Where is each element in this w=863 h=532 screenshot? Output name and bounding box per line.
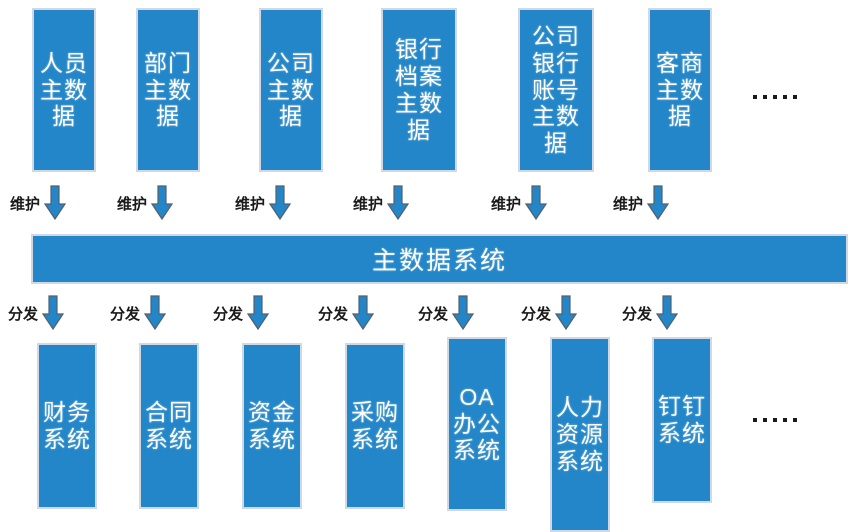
consumer-system-box[interactable]: 钉钉系统 <box>652 337 712 503</box>
distribute-arrow-group: 分发 <box>213 295 270 331</box>
down-arrow-icon <box>151 185 174 221</box>
down-arrow-icon <box>42 295 65 331</box>
maintain-arrow-group: 维护 <box>117 185 174 221</box>
maintain-arrow-label: 维护 <box>491 195 522 213</box>
maintain-arrow-label: 维护 <box>10 195 41 213</box>
distribute-arrow-label: 分发 <box>8 305 39 323</box>
distribute-arrow-label: 分发 <box>418 305 449 323</box>
consumer-system-box[interactable]: 资金系统 <box>242 343 302 509</box>
distribute-arrow-group: 分发 <box>8 295 65 331</box>
consumer-system-label: 财务系统 <box>43 399 91 452</box>
ellipsis-dot <box>773 95 777 99</box>
down-arrow-icon <box>525 185 548 221</box>
ellipsis-dot <box>793 418 797 422</box>
down-arrow-icon <box>144 295 167 331</box>
ellipsis-dot <box>783 418 787 422</box>
master-data-source-label: 银行档案主数据 <box>395 36 443 143</box>
maintain-arrow-group: 维护 <box>353 185 410 221</box>
maintain-arrow-group: 维护 <box>10 185 67 221</box>
ellipsis-dot <box>773 418 777 422</box>
consumer-system-box[interactable]: 采购系统 <box>345 343 405 509</box>
down-arrow-icon <box>387 185 410 221</box>
distribute-arrow-label: 分发 <box>318 305 349 323</box>
maintain-arrow-group: 维护 <box>235 185 292 221</box>
distribute-arrow-group: 分发 <box>521 295 578 331</box>
down-arrow-icon <box>269 185 292 221</box>
source-ellipsis <box>753 95 797 99</box>
distribute-arrow-label: 分发 <box>622 305 653 323</box>
master-data-system-bar[interactable]: 主数据系统 <box>31 234 848 284</box>
master-data-source-label: 公司银行账号主数据 <box>532 22 580 157</box>
down-arrow-icon <box>44 185 67 221</box>
maintain-arrow-label: 维护 <box>235 195 266 213</box>
maintain-arrow-label: 维护 <box>353 195 384 213</box>
distribute-arrow-label: 分发 <box>110 305 141 323</box>
maintain-arrow-group: 维护 <box>491 185 548 221</box>
master-data-source-box[interactable]: 客商主数据 <box>648 8 712 172</box>
consumer-system-label: 资金系统 <box>248 399 296 452</box>
down-arrow-icon <box>247 295 270 331</box>
consumer-system-label: 钉钉系统 <box>658 393 706 446</box>
distribute-arrow-label: 分发 <box>521 305 552 323</box>
distribute-arrow-group: 分发 <box>622 295 679 331</box>
master-data-source-box[interactable]: 公司银行账号主数据 <box>518 8 594 172</box>
down-arrow-icon <box>352 295 375 331</box>
ellipsis-dot <box>763 95 767 99</box>
consumer-system-label: OA办公系统 <box>453 383 501 464</box>
maintain-arrow-label: 维护 <box>613 195 644 213</box>
consumer-system-label: 采购系统 <box>351 399 399 452</box>
consumer-ellipsis <box>753 418 797 422</box>
ellipsis-dot <box>753 418 757 422</box>
consumer-system-box[interactable]: 人力资源系统 <box>550 337 610 532</box>
distribute-arrow-group: 分发 <box>418 295 475 331</box>
consumer-system-box[interactable]: 财务系统 <box>37 343 97 509</box>
master-data-source-box[interactable]: 人员主数据 <box>32 8 96 172</box>
distribute-arrow-label: 分发 <box>213 305 244 323</box>
consumer-system-box[interactable]: 合同系统 <box>139 343 199 509</box>
consumer-system-box[interactable]: OA办公系统 <box>447 337 507 511</box>
down-arrow-icon <box>647 185 670 221</box>
ellipsis-dot <box>793 95 797 99</box>
distribute-arrow-group: 分发 <box>318 295 375 331</box>
master-data-source-label: 客商主数据 <box>656 49 704 130</box>
consumer-system-label: 人力资源系统 <box>556 394 604 474</box>
down-arrow-icon <box>555 295 578 331</box>
distribute-arrow-group: 分发 <box>110 295 167 331</box>
maintain-arrow-label: 维护 <box>117 195 148 213</box>
master-data-source-box[interactable]: 公司主数据 <box>259 8 323 172</box>
down-arrow-icon <box>656 295 679 331</box>
master-data-source-label: 人员主数据 <box>40 49 88 130</box>
ellipsis-dot <box>763 418 767 422</box>
master-data-source-box[interactable]: 部门主数据 <box>136 8 200 172</box>
master-data-source-label: 部门主数据 <box>144 49 192 130</box>
master-data-source-label: 公司主数据 <box>267 49 315 130</box>
consumer-system-label: 合同系统 <box>145 399 193 452</box>
master-data-source-box[interactable]: 银行档案主数据 <box>381 8 457 172</box>
master-data-system-label: 主数据系统 <box>371 247 507 275</box>
ellipsis-dot <box>753 95 757 99</box>
ellipsis-dot <box>783 95 787 99</box>
maintain-arrow-group: 维护 <box>613 185 670 221</box>
down-arrow-icon <box>452 295 475 331</box>
